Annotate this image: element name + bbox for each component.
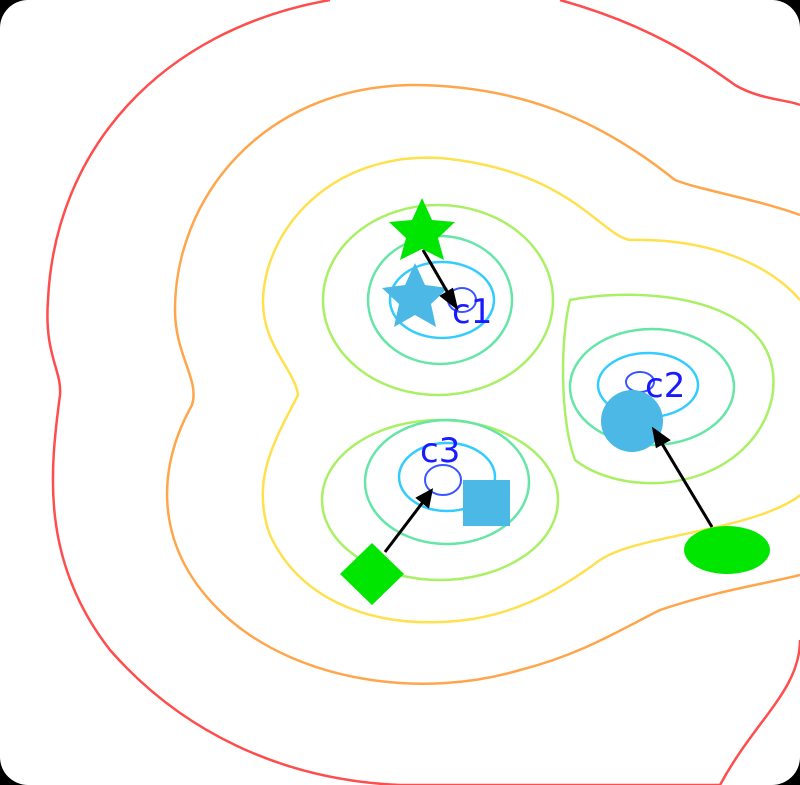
blue-circle-marker [601,390,663,452]
green-diamond-marker [340,543,404,605]
label-c3: c3 [420,431,460,471]
arrow-diamond-head [415,488,434,509]
contour-lime-c1 [321,203,555,397]
green-ellipse-marker [684,526,770,574]
contour-red-top [559,0,800,107]
contour-mint-c3 [363,418,531,546]
arrow-diamond [383,497,428,553]
arrow-star-head [439,287,459,311]
contour-lime-c2 [561,293,775,485]
green-star-marker [389,198,455,260]
contour-blue-c3 [424,464,462,496]
arrow-ellipse [656,436,714,528]
blue-star-marker [382,263,448,327]
contour-cyan-c3 [397,441,497,513]
arrows [383,249,714,553]
contour-cyan-c1 [388,260,496,340]
contour-orange [165,83,800,685]
contour-yellow [261,156,800,624]
arrow-ellipse-head [651,426,671,449]
blue-square-marker [463,480,510,526]
contour-mint-c2 [568,327,736,447]
label-c1: c1 [452,292,492,332]
